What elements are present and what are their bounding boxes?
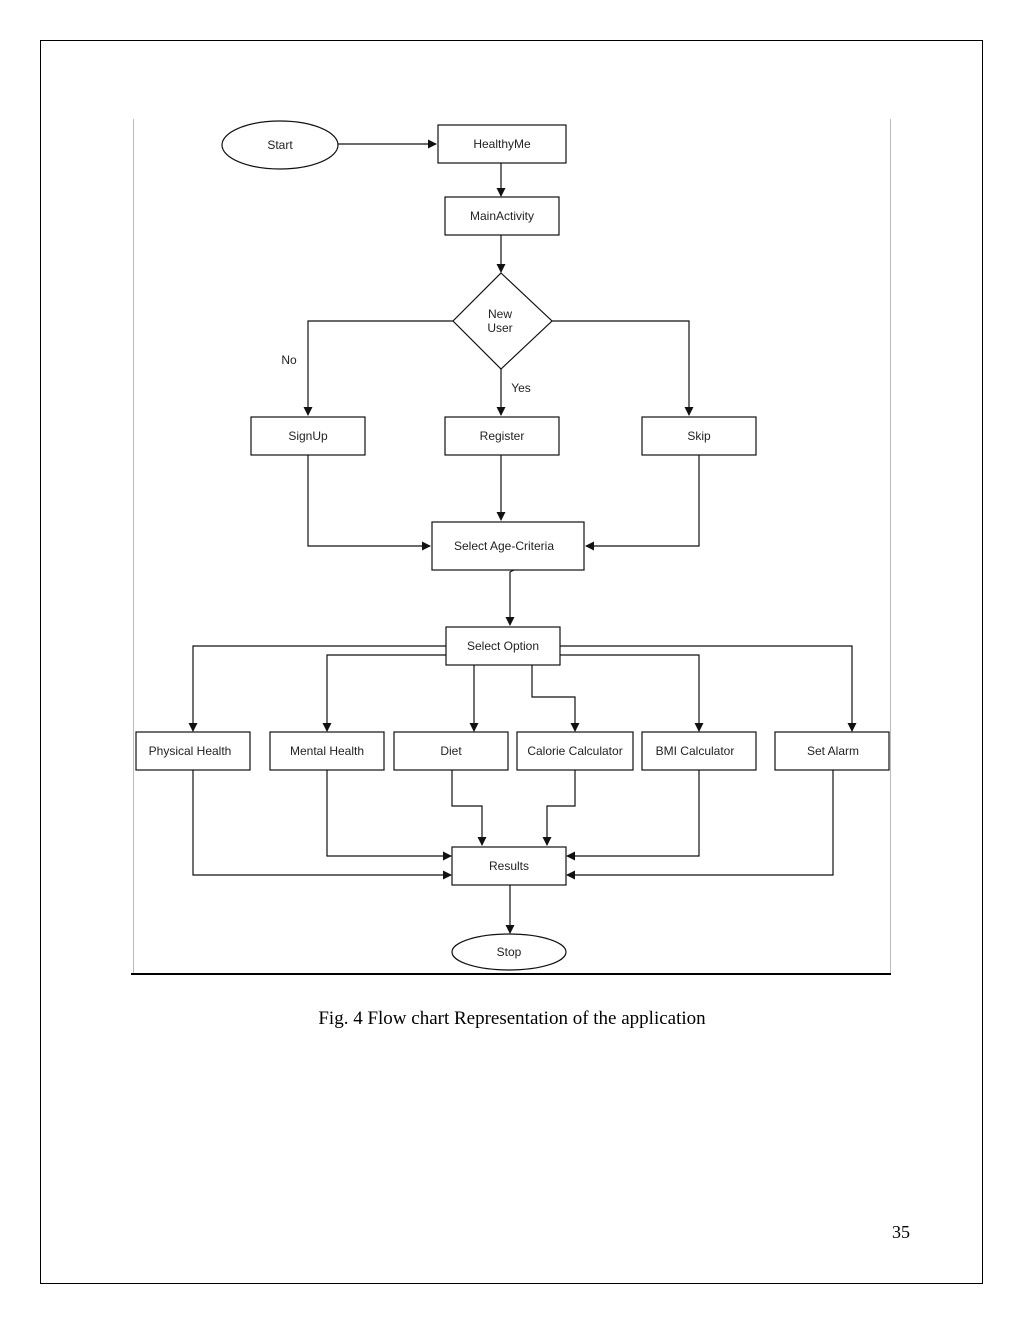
node-start-label: Start — [267, 138, 293, 152]
edge-agecriteria-selectoption — [505, 569, 515, 626]
figure-frame — [133, 119, 891, 975]
edge-alarm-results — [566, 770, 834, 880]
edge-calorie-results — [542, 770, 576, 846]
node-physical-health: Physical Health — [135, 731, 251, 771]
node-stop: Stop — [451, 933, 567, 971]
node-mental-health: Mental Health — [269, 731, 385, 771]
edge-bmi-results — [566, 770, 700, 861]
node-mainactivity: MainActivity — [444, 196, 560, 236]
edge-option-physical — [188, 645, 446, 732]
node-bmi-calculator: BMI Calculator — [641, 731, 757, 771]
node-physical-health-label: Physical Health — [149, 744, 232, 758]
node-start: Start — [221, 120, 339, 170]
page-number: 35 — [892, 1222, 910, 1242]
node-new-user-label-line1: New — [488, 307, 512, 321]
edge-option-mental — [322, 654, 446, 732]
node-new-user-decision: New User — [452, 272, 553, 370]
node-signup-label: SignUp — [288, 429, 328, 443]
edge-skip-agecriteria — [585, 455, 700, 551]
node-mainactivity-label: MainActivity — [470, 209, 534, 223]
edge-label-yes: Yes — [511, 381, 531, 395]
node-stop-label: Stop — [497, 945, 522, 959]
node-results-label: Results — [489, 859, 529, 873]
edge-signup-agecriteria — [307, 455, 431, 551]
node-mental-health-label: Mental Health — [290, 744, 364, 758]
node-set-alarm: Set Alarm — [774, 731, 890, 771]
node-calorie-calculator-label: Calorie Calculator — [527, 744, 622, 758]
node-diet: Diet — [393, 731, 509, 771]
node-age-criteria-label: Select Age-Criteria — [454, 539, 554, 553]
node-register-label: Register — [480, 429, 525, 443]
edge-label-no: No — [281, 353, 297, 367]
node-new-user-label-line2: User — [487, 321, 512, 335]
node-register: Register — [444, 416, 560, 456]
edge-newuser-skip — [552, 320, 694, 416]
node-skip-label: Skip — [687, 429, 711, 443]
edge-diet-results — [451, 770, 487, 846]
node-age-criteria: Select Age-Criteria — [431, 521, 585, 571]
node-healthyme-label: HealthyMe — [473, 137, 531, 151]
node-select-option: Select Option — [445, 626, 561, 666]
node-results: Results — [451, 846, 567, 886]
node-healthyme: HealthyMe — [437, 124, 567, 164]
edges — [188, 139, 857, 934]
node-set-alarm-label: Set Alarm — [807, 744, 859, 758]
figure-caption: Fig. 4 Flow chart Representation of the … — [318, 1008, 706, 1029]
page-border — [40, 40, 983, 1284]
edge-mental-results — [326, 770, 452, 861]
node-select-option-label: Select Option — [467, 639, 539, 653]
node-signup: SignUp — [250, 416, 366, 456]
edge-newuser-signup — [303, 320, 453, 416]
edge-option-alarm — [560, 645, 857, 732]
edge-option-calorie — [531, 665, 580, 732]
node-diet-label: Diet — [440, 744, 462, 758]
edge-physical-results — [192, 770, 452, 880]
node-bmi-calculator-label: BMI Calculator — [656, 744, 735, 758]
node-calorie-calculator: Calorie Calculator — [516, 731, 634, 771]
node-skip: Skip — [641, 416, 757, 456]
figure-bottom-rule — [131, 973, 891, 975]
edge-option-bmi — [560, 654, 704, 732]
